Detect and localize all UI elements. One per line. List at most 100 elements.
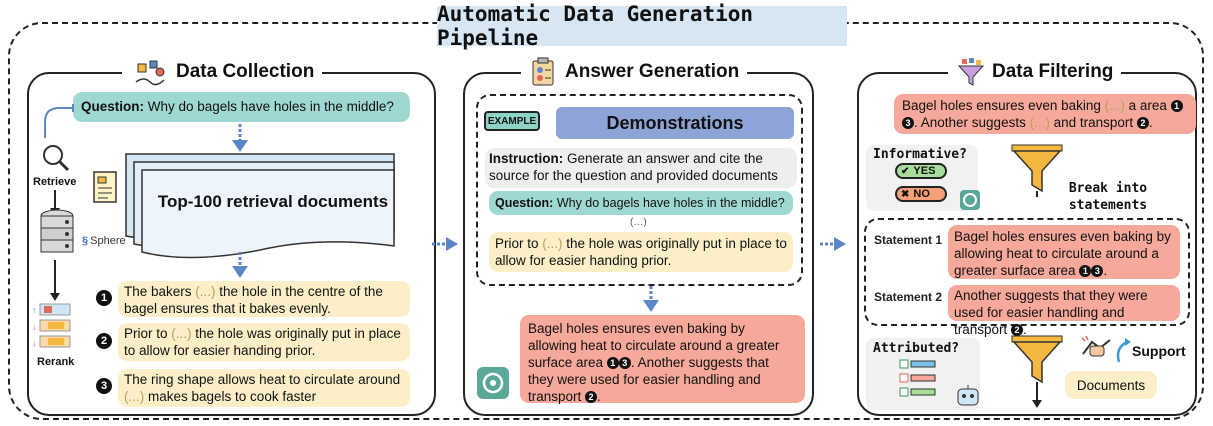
cross-icon: ✖: [901, 188, 910, 200]
robot-icon: [957, 385, 979, 406]
statement-1-citation-3: 3: [1091, 265, 1104, 278]
passage-3: The ring shape allows heat to circulate …: [118, 369, 410, 407]
filter-input-text-1: Bagel holes ensures even baking: [902, 98, 1105, 113]
statement-2-text: Another suggests that they were used for…: [954, 288, 1148, 337]
passage-3-ellipsis: (...): [124, 389, 145, 404]
passage-2-bullet: 2: [96, 333, 112, 349]
generated-answer-text-3: .: [597, 389, 601, 404]
example-tag-label: EXAMPLE: [487, 115, 537, 127]
demonstrations-label: Demonstrations: [606, 112, 744, 133]
demo-question-box: Question: Why do bagels have holes in th…: [489, 191, 793, 215]
svg-text:↓: ↓: [32, 322, 37, 332]
citation-1: 1: [606, 357, 619, 370]
passage-3-text-end: makes bagels to cook faster: [144, 389, 317, 404]
demo-question-text: Why do bagels have holes in the middle?: [553, 196, 785, 210]
passage-3-bullet: 3: [96, 378, 112, 394]
sphere-label: Sphere: [90, 235, 126, 247]
citation-3: 3: [618, 357, 631, 370]
answer-generation-title: Answer Generation: [565, 61, 740, 82]
passage-1-bullet: 1: [96, 290, 112, 306]
filter-input-ellipsis-1: (...): [1104, 98, 1125, 113]
yes-label: YES: [913, 165, 936, 177]
demo-passage-ellipsis: (...): [542, 236, 563, 251]
documents-label: Documents: [1076, 377, 1146, 393]
generated-answer-text-1: Bagel holes ensures even baking by allow…: [528, 321, 780, 370]
collection-to-answer-arrow: [432, 237, 458, 251]
collection-icon: [135, 60, 165, 86]
demo-passage-box: Prior to (...) the hole was originally p…: [489, 232, 793, 272]
svg-text:↓: ↓: [32, 338, 37, 348]
sphere-logo: § Sphere: [82, 235, 126, 247]
check-icon: ✔: [901, 165, 910, 177]
document-stack-shape: [125, 153, 395, 259]
data-filtering-title: Data Filtering: [992, 61, 1114, 82]
statement-1-label: Statement 1: [874, 233, 943, 247]
question-text: Why do bagels have holes in the middle?: [144, 99, 394, 114]
generated-answer-text-2: . Another suggests that they were used f…: [528, 355, 769, 404]
data-filtering-heading: Data Filtering: [948, 58, 1122, 86]
database-icon: [40, 209, 74, 253]
pipeline-title: Automatic Data Generation Pipeline: [437, 2, 847, 50]
retrieve-label: Retrieve: [33, 176, 77, 188]
citation-2: 2: [585, 391, 598, 404]
filter-citation-2: 2: [1136, 117, 1149, 130]
demo-passage-text-end: the hole was originally put in place to …: [495, 236, 787, 268]
magnifier-icon: [43, 145, 70, 172]
chatgpt-small-logo-icon: [960, 190, 980, 210]
passage-2-text-start: Prior to: [124, 326, 172, 341]
support-label: Support: [1132, 343, 1186, 359]
chatgpt-logo-icon: [477, 367, 509, 399]
demos-to-output-arrow: [643, 286, 659, 312]
break-into-statements-label: Break into statements: [1068, 181, 1148, 213]
documents-box: Documents: [1065, 371, 1157, 399]
filter-input-period: .: [1148, 115, 1153, 130]
instruction-label: Instruction:: [489, 151, 564, 166]
docs-to-passages-arrow: [232, 252, 248, 278]
passage-2-ellipsis: (...): [171, 326, 192, 341]
filter-citation-3: 3: [902, 117, 914, 130]
yes-tag: ✔YES: [895, 163, 947, 179]
statement-2-period: .: [1023, 322, 1027, 337]
filter-input-text-4: and transport: [1049, 115, 1134, 130]
statement-2-box: Another suggests that they were used for…: [948, 285, 1180, 337]
instruction-text: Generate an answer and cite the source f…: [489, 151, 778, 183]
demo-question-label: Question:: [495, 196, 554, 210]
filter-input-ellipsis-2: (...): [1029, 115, 1050, 130]
statement-2-label: Statement 2: [874, 290, 943, 304]
informative-label: Informative?: [873, 147, 967, 162]
filter-input-text-2: a area: [1124, 98, 1167, 113]
statement-2-citation-2: 2: [1011, 324, 1024, 337]
report-icon: [93, 171, 117, 203]
filter-citation-1: 1: [1170, 100, 1183, 113]
checklist-icon: [899, 359, 936, 397]
passage-3-text-start: The ring shape allows heat to circulate …: [124, 372, 401, 387]
passage-1-text-end: the hole in the centre of the bagel ensu…: [124, 284, 383, 316]
passage-2-text-end: the hole was originally put in place to …: [124, 326, 401, 358]
handshake-icon: [1081, 335, 1111, 357]
demonstrations-frame: [476, 94, 803, 286]
statements-frame: [864, 218, 1190, 326]
attributed-label: Attributed?: [873, 341, 960, 356]
rerank-label: Rerank: [37, 356, 75, 368]
svg-text:↑: ↑: [32, 305, 37, 315]
statement-1-text: Bagel holes ensures even baking by allow…: [954, 229, 1171, 278]
support-cycle-icon: [1116, 338, 1131, 363]
passage-1-text-start: The bakers: [124, 284, 196, 299]
question-label: Question:: [81, 99, 144, 114]
statement-1-citation-1: 1: [1079, 265, 1092, 278]
filter-input-text-3: . Another suggests: [914, 115, 1030, 130]
demonstrations-banner: Demonstrations: [556, 107, 794, 139]
answer-generation-heading: Answer Generation: [521, 57, 748, 86]
question-to-docs-arrow: [232, 124, 248, 152]
collection-question-box: Question: Why do bagels have holes in th…: [73, 92, 410, 122]
data-collection-heading: Data Collection: [122, 60, 323, 86]
no-tag: ✖NO: [895, 186, 947, 202]
answer-to-filtering-arrow: [820, 237, 846, 251]
statement-1-box: Bagel holes ensures even baking by allow…: [948, 225, 1180, 279]
attributed-funnel-icon: [1011, 335, 1063, 408]
funnel-color-icon: [957, 58, 985, 86]
informative-funnel-icon: [1011, 144, 1063, 197]
no-label: NO: [913, 188, 930, 200]
rerank-list-icon: ↑ ↓ ↓: [32, 303, 71, 348]
example-tag: EXAMPLE: [484, 111, 540, 131]
